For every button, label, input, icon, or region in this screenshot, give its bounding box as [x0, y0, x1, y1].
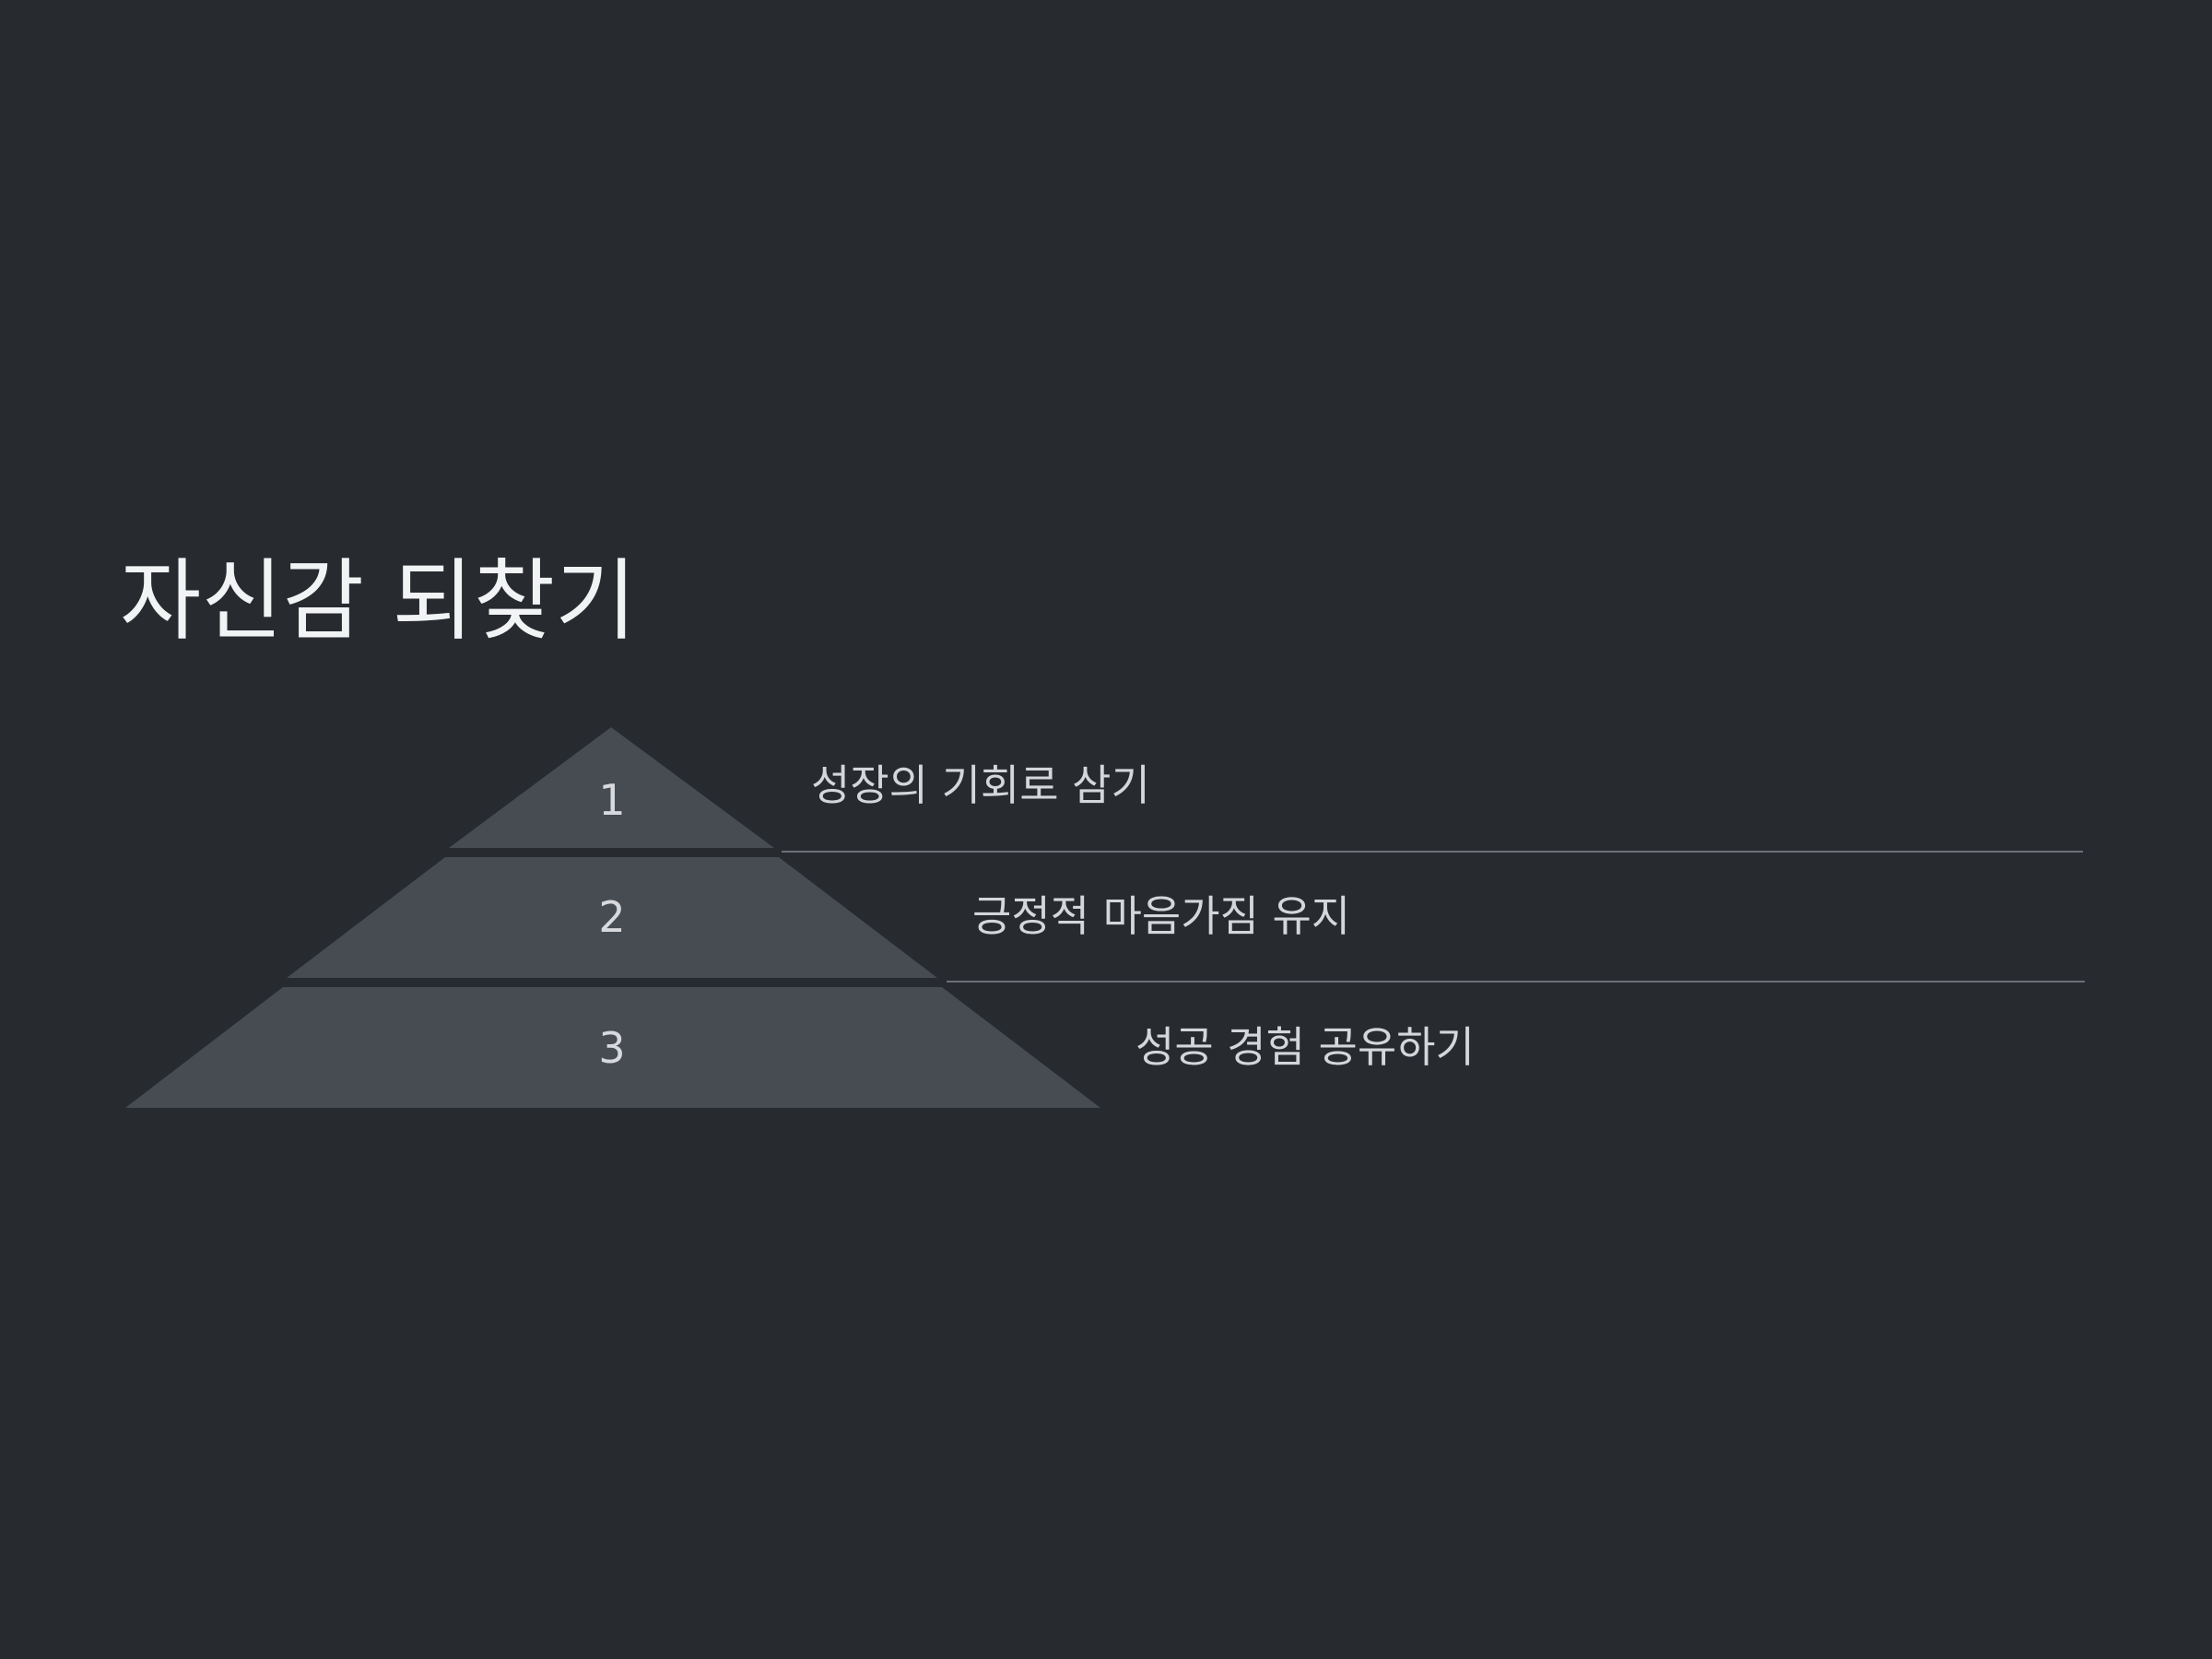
tier-number-2: 2: [598, 892, 625, 942]
pyramid-tier-2: [287, 857, 937, 978]
tier-number-1: 1: [598, 775, 625, 825]
pyramid-tier-1: [449, 727, 774, 848]
pyramid-tier-3: [125, 987, 1100, 1108]
slide-title: 자신감 되찾기: [120, 549, 637, 653]
tier-number-3: 3: [598, 1023, 625, 1073]
tier-label-3: 성공 경험 공유하기: [1135, 1022, 1475, 1072]
tier-label-2: 긍정적 마음가짐 유지: [972, 891, 1351, 941]
tier-label-1: 성장의 기회로 삼기: [811, 760, 1150, 810]
